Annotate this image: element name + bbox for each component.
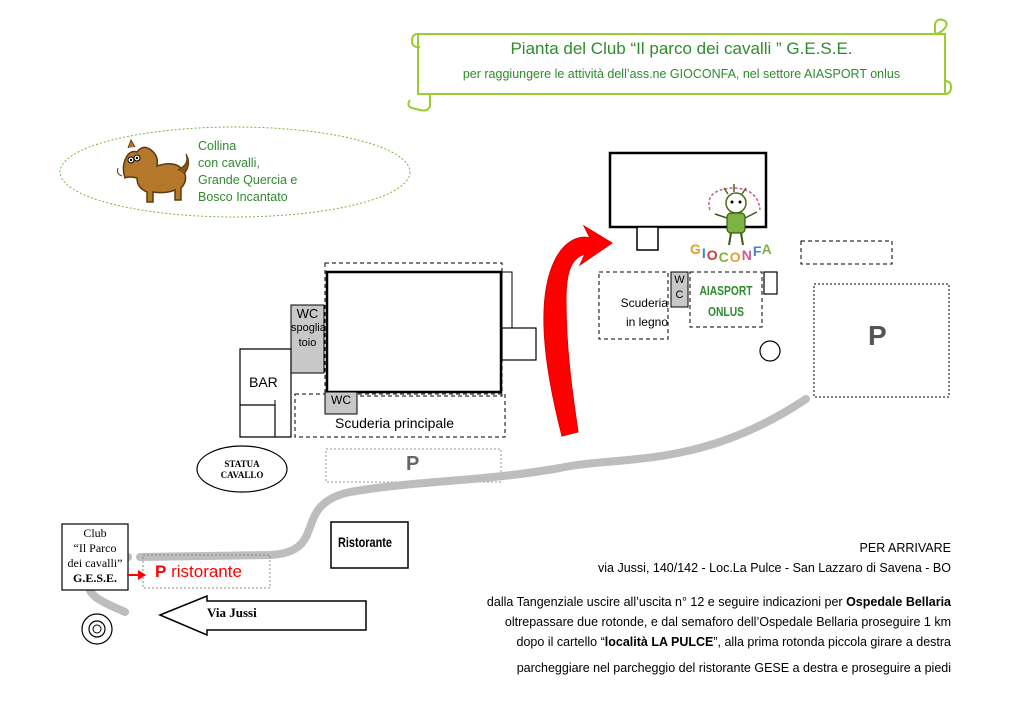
directions-line: parcheggiare nel parcheggio del ristoran…	[516, 661, 951, 675]
main-side-box	[501, 327, 537, 361]
directions-bold: Ospedale Bellaria	[846, 595, 951, 609]
top-building-annex	[636, 226, 659, 251]
parking-right-label: P	[868, 320, 887, 351]
main-dashed-outline	[324, 262, 503, 397]
wc-vertical-label: W C	[671, 273, 688, 303]
wc-small-box	[324, 391, 358, 415]
directions-text: dopo il cartello “	[516, 635, 605, 649]
title-subtitle: per raggiungere le attività dell’ass.ne …	[462, 67, 901, 81]
horse-icon	[117, 138, 190, 203]
via-jussi-label: Via Jussi	[207, 605, 257, 620]
aiasport-line: AIASPORT	[699, 284, 753, 298]
aiasport-line: ONLUS	[708, 305, 744, 319]
gioconfa-letter: C	[718, 249, 730, 265]
directions-text: ”, alla prima rotonda piccola girare a d…	[713, 635, 951, 649]
via-jussi-arrow	[158, 594, 367, 637]
directions-bold: località LA PULCE	[604, 635, 714, 649]
scuderia-legno-box	[598, 271, 669, 340]
parking-center-label: P	[406, 453, 420, 475]
gioconfa-letter: N	[741, 247, 753, 263]
gioconfa-letter: F	[752, 243, 762, 259]
aiasport-label: AIASPORT ONLUS	[696, 281, 755, 323]
directions-line: dopo il cartello “località LA PULCE”, al…	[420, 632, 951, 652]
wc-letter: W	[674, 274, 685, 286]
gioconfa-letter: G	[690, 241, 702, 257]
statua-line: CAVALLO	[220, 470, 264, 480]
collina-line: con cavalli,	[198, 156, 260, 170]
scuderia-legno-line: in legno	[625, 315, 668, 329]
scuderia-legno-label: Scuderia in legno	[599, 294, 668, 332]
scuderia-principale-box	[294, 393, 506, 438]
bar-building	[239, 348, 292, 438]
directions-block: PER ARRIVARE via Jussi, 140/142 - Loc.La…	[420, 538, 951, 678]
title-main: Pianta del Club “Il parco dei cavalli ” …	[510, 39, 853, 58]
directions-heading: PER ARRIVARE	[859, 541, 951, 555]
wc-spogliatoio-label: WC spoglia toio	[291, 306, 326, 351]
statua-cavallo-label: STATUA CAVALLO	[197, 459, 287, 481]
statua-cavallo-ellipse	[196, 445, 288, 493]
wc-small-label: WC	[331, 393, 351, 407]
club-line: dei cavalli”	[67, 556, 123, 570]
directions-text: dalla Tangenziale uscire all’uscita n° 1…	[486, 595, 847, 609]
club-line: “Il Parco	[73, 541, 117, 555]
wc-letter: C	[675, 289, 684, 301]
p-ristorante-p: P	[155, 562, 167, 581]
gioconfa-letter: A	[761, 241, 773, 257]
scuderia-principale-label: Scuderia principale	[335, 415, 455, 431]
bar-label: BAR	[249, 374, 278, 390]
ristorante-label: Ristorante	[338, 534, 393, 550]
aiasport-box	[689, 271, 763, 328]
gioconfa-letter: O	[729, 249, 742, 265]
directions-address: via Jussi, 140/142 - Loc.La Pulce - San …	[598, 561, 951, 575]
wc-spogliatoio-line: spoglia	[291, 322, 326, 334]
club-line: Club	[83, 526, 107, 540]
title-scroll	[407, 18, 953, 112]
gioconfa-letter: I	[701, 245, 707, 261]
scuderia-legno-line: Scuderia	[620, 296, 668, 310]
directions-line: dalla Tangenziale uscire all’uscita n° 1…	[420, 592, 951, 612]
collina-line: Collina	[198, 139, 237, 153]
big-red-arrow	[543, 224, 613, 437]
round-marker	[759, 340, 781, 362]
wc-spogliatoio-line: toio	[298, 337, 317, 349]
roundabout-icon	[81, 613, 113, 645]
wc-spogliatoio-box	[290, 304, 325, 374]
ristorante-building	[330, 521, 409, 569]
club-box	[61, 523, 129, 591]
collina-line: Bosco Incantato	[198, 190, 288, 204]
collina-ellipse	[59, 126, 411, 218]
collina-label: Collina con cavalli, Grande Quercia e Bo…	[198, 138, 297, 206]
p-ristorante-label: P ristorante	[155, 562, 242, 582]
gioconfa-logo: GIOCONFA	[690, 241, 773, 265]
p-ristorante-text: ristorante	[171, 562, 242, 581]
road-main	[136, 395, 810, 561]
gioconfa-letter: O	[706, 247, 719, 263]
gioconfa-mascot-icon	[708, 184, 761, 246]
red-arrowhead-icon	[138, 570, 146, 580]
wc-vertical-box	[670, 271, 689, 308]
small-box	[763, 271, 778, 295]
collina-line: Grande Quercia e	[198, 173, 298, 187]
main-side-annex	[501, 271, 513, 329]
club-line: G.E.S.E.	[72, 571, 117, 585]
statua-line: STATUA	[224, 459, 260, 469]
wc-spogliatoio-line: WC	[296, 306, 319, 321]
directions-line: oltrepassare due rotonde, e dal semaforo…	[504, 615, 951, 629]
main-stable-building	[325, 270, 503, 394]
dashed-box-top-right	[800, 240, 893, 265]
club-label: Club “Il Parco dei cavalli” G.E.S.E.	[62, 526, 128, 586]
